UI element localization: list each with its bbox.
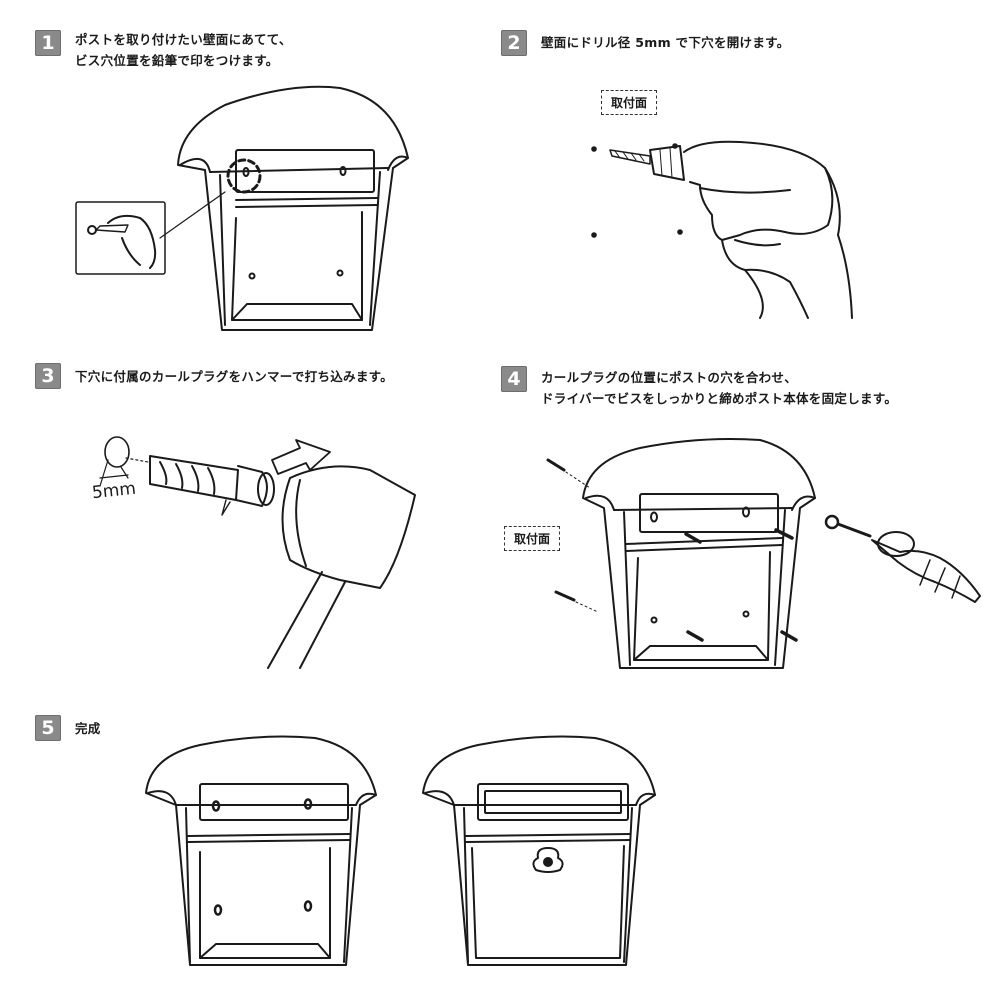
step-2-line-1: 壁面にドリル径 5mm で下穴を開けます。: [541, 35, 790, 50]
step-4-text: カールプラグの位置にポストの穴を合わせ、 ドライバーでビスをしっかりと締めポスト…: [541, 367, 897, 409]
step-4-badge: 4: [501, 366, 527, 392]
step-1-line-2: ビス穴位置を鉛筆で印をつけます。: [75, 53, 279, 68]
step-1-line-1: ポストを取り付けたい壁面にあてて、: [75, 32, 292, 47]
step-5-badge: 5: [35, 715, 61, 741]
step-3-badge: 3: [35, 363, 61, 389]
step-1-text: ポストを取り付けたい壁面にあてて、 ビス穴位置を鉛筆で印をつけます。: [75, 29, 292, 71]
step-4-mailbox-illustration: [546, 438, 981, 669]
step-3-text: 下穴に付属のカールプラグをハンマーで打ち込みます。: [75, 366, 393, 387]
step-1-badge: 1: [35, 30, 61, 56]
step-2-text: 壁面にドリル径 5mm で下穴を開けます。: [541, 32, 790, 53]
mounting-surface-label-step-4: 取付面: [504, 526, 561, 551]
step-2-drill-illustration: [591, 140, 853, 319]
step-3-line-1: 下穴に付属のカールプラグをハンマーで打ち込みます。: [75, 369, 394, 384]
step-4-line-2: ドライバーでビスをしっかりと締めポスト本体を固定します。: [541, 391, 898, 406]
step-4-line-1: カールプラグの位置にポストの穴を合わせ、: [541, 370, 798, 385]
mounting-surface-label-step-2: 取付面: [601, 90, 658, 115]
step-5-mailbox-front-illustration: [422, 735, 656, 966]
step-5-line-1: 完成: [75, 721, 101, 736]
step-2-badge: 2: [501, 30, 527, 56]
pencil-inset: [75, 191, 226, 275]
step-3-hammer-illustration: [99, 436, 416, 669]
step-5-mailbox-back-illustration: [145, 735, 377, 966]
step-1-mailbox-illustration: [177, 85, 409, 331]
step-5-text: 完成: [75, 718, 101, 739]
